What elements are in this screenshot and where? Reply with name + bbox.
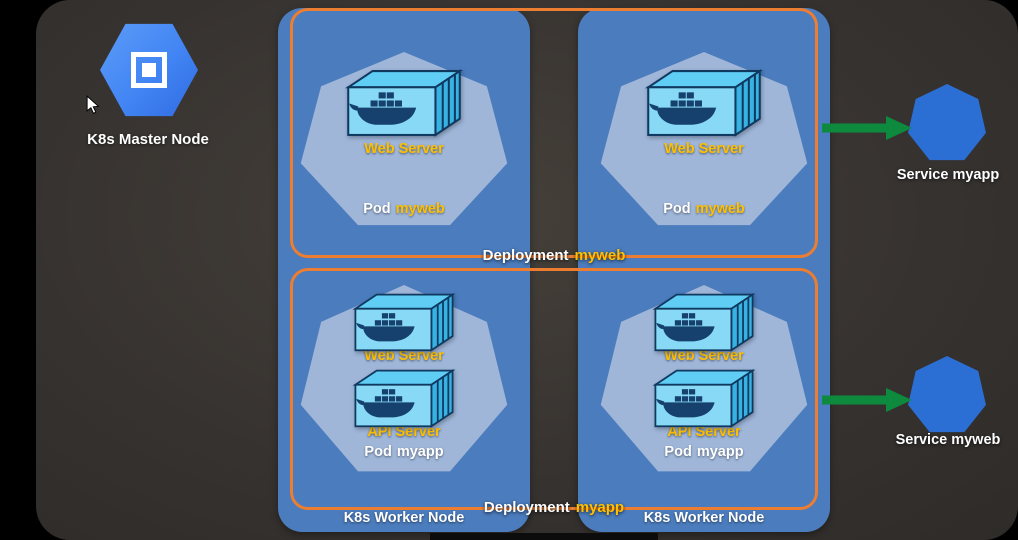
container-label: API Server: [367, 424, 441, 440]
container-label: Web Server: [364, 141, 444, 157]
green-arrow-icon: [822, 388, 912, 412]
docker-container-icon: [651, 366, 757, 430]
container-label: API Server: [667, 424, 741, 440]
docker-container-icon: [343, 66, 465, 139]
worker-node-right-label: K8s Worker Node: [643, 510, 765, 526]
pod-name-value: myapp: [696, 444, 744, 460]
mouse-cursor-icon: [86, 95, 100, 114]
container-label: Web Server: [664, 348, 744, 364]
pod-name-prefix: Pod: [664, 444, 692, 460]
docker-container-icon: [643, 66, 765, 139]
chip-core: [142, 63, 156, 77]
pod-name-value: myweb: [695, 201, 745, 217]
service-myweb-heptagon-icon: [908, 356, 986, 433]
pod-name-prefix: Pod: [663, 201, 691, 217]
container-label: Web Server: [664, 141, 744, 157]
service-myweb-label: Service myweb: [895, 432, 1001, 448]
docker-container-icon: [351, 290, 457, 354]
service-myapp-heptagon-icon: [908, 84, 986, 161]
pod-name-prefix: Pod: [363, 201, 391, 217]
pod-name-prefix: Pod: [364, 444, 392, 460]
docker-container-icon: [651, 290, 757, 354]
container-label: Web Server: [364, 348, 444, 364]
service-myapp-label: Service myapp: [896, 167, 1000, 183]
chip-icon: [131, 52, 167, 88]
worker-node-left-label: K8s Worker Node: [343, 510, 465, 526]
pod-name-value: myweb: [395, 201, 445, 217]
master-node-label: K8s Master Node: [87, 131, 209, 148]
green-arrow-icon: [822, 116, 912, 140]
pod-name-value: myapp: [396, 444, 444, 460]
bottom-strip: [430, 533, 658, 540]
docker-container-icon: [351, 366, 457, 430]
